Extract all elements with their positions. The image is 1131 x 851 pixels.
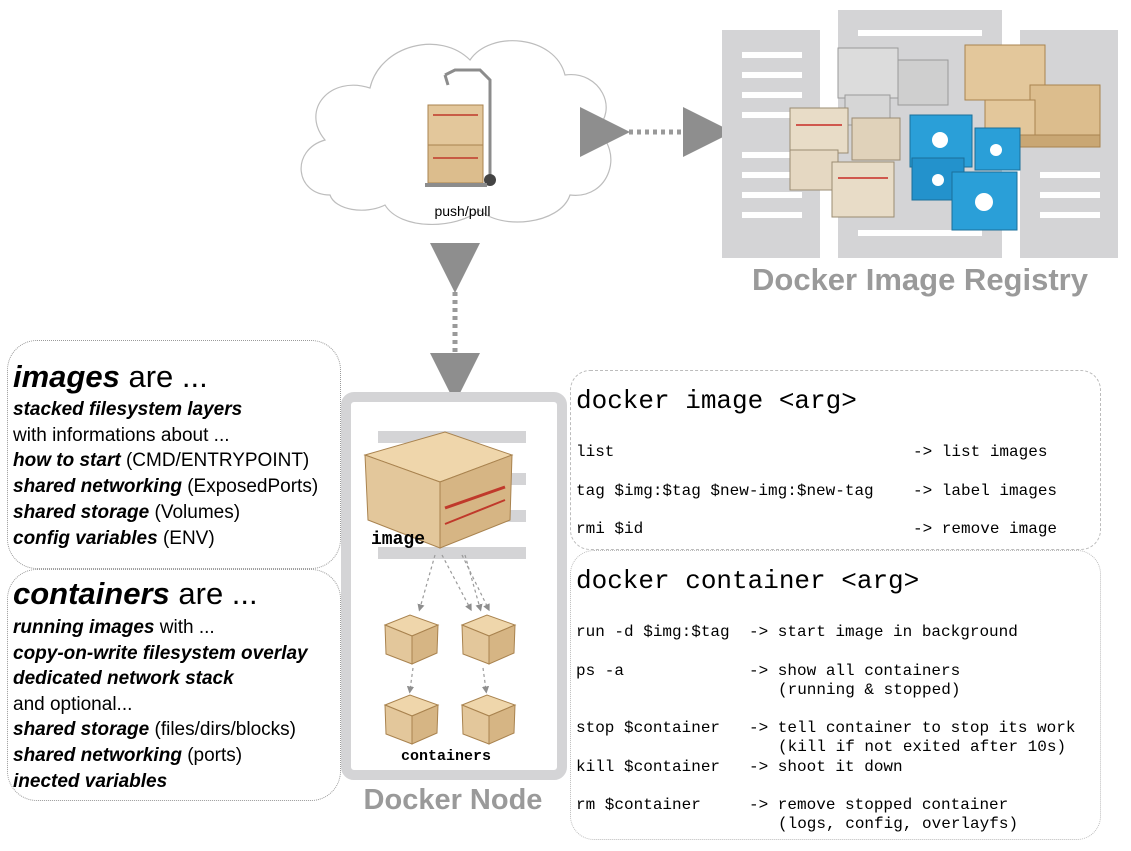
containers-line-bold: shared storage bbox=[13, 719, 150, 740]
images-line-rest: (CMD/ENTRYPOINT) bbox=[120, 450, 310, 471]
containers-info-panel bbox=[7, 569, 341, 801]
containers-line: running images with ... bbox=[13, 616, 215, 640]
containers-line: copy-on-write filesystem overlay bbox=[13, 642, 308, 666]
containers-line: shared storage (files/dirs/blocks) bbox=[13, 718, 296, 742]
containers-line-bold: copy-on-write filesystem overlay bbox=[13, 643, 308, 664]
container-commands-panel bbox=[570, 550, 1101, 840]
images-line-rest: (ExposedPorts) bbox=[181, 476, 319, 497]
containers-line-bold: inected variables bbox=[13, 771, 168, 792]
images-line-bold: shared networking bbox=[13, 476, 182, 497]
command-description: -> remove stopped container bbox=[749, 796, 1009, 814]
wooden-crate-icon bbox=[363, 431, 514, 549]
image-commands-panel bbox=[570, 370, 1101, 550]
images-heading-rest: are ... bbox=[119, 359, 208, 394]
images-line: config variables (ENV) bbox=[13, 527, 215, 551]
containers-line: dedicated network stack bbox=[13, 667, 234, 691]
command-description: -> start image in background bbox=[749, 623, 1018, 641]
command-name: rm $container bbox=[576, 796, 701, 814]
containers-line: and optional... bbox=[13, 693, 132, 717]
images-heading-bold: images bbox=[13, 359, 120, 394]
hand-truck-with-crates-icon bbox=[425, 68, 496, 187]
command-description: -> label images bbox=[913, 482, 1058, 500]
command-name: list bbox=[576, 443, 615, 461]
images-line-rest: with informations about ... bbox=[13, 425, 230, 446]
command-name: stop $container bbox=[576, 719, 721, 737]
images-line-rest: (Volumes) bbox=[149, 502, 241, 523]
container-commands-title: docker container <arg> bbox=[576, 566, 920, 596]
containers-heading-rest: are ... bbox=[169, 576, 258, 611]
containers-line-rest: (files/dirs/blocks) bbox=[149, 719, 296, 740]
containers-heading-bold: containers bbox=[13, 576, 170, 611]
wooden-crate-icon bbox=[460, 614, 517, 665]
containers-line-bold: running images bbox=[13, 617, 155, 638]
images-line: how to start (CMD/ENTRYPOINT) bbox=[13, 449, 309, 473]
images-heading: images are ... bbox=[13, 359, 208, 395]
node-title: Docker Node bbox=[363, 784, 543, 816]
command-description-detail: (running & stopped) bbox=[778, 681, 961, 699]
command-description-detail: (logs, config, overlayfs) bbox=[778, 815, 1019, 833]
containers-line-rest: with ... bbox=[154, 617, 215, 638]
command-description: -> shoot it down bbox=[749, 758, 903, 776]
wooden-crate-icon bbox=[383, 614, 440, 665]
containers-line: shared networking (ports) bbox=[13, 744, 242, 768]
image-label: image bbox=[371, 530, 426, 550]
registry-title: Docker Image Registry bbox=[752, 262, 1088, 297]
images-line-rest: (ENV) bbox=[157, 528, 215, 549]
containers-label: containers bbox=[401, 748, 492, 765]
wooden-crate-icon bbox=[460, 694, 517, 745]
containers-line-rest: (ports) bbox=[181, 745, 243, 766]
command-description: -> show all containers bbox=[749, 662, 961, 680]
wooden-crate-icon bbox=[383, 694, 440, 745]
images-line-bold: how to start bbox=[13, 450, 121, 471]
images-info-panel bbox=[7, 340, 341, 569]
containers-line: inected variables bbox=[13, 770, 167, 794]
images-line-bold: shared storage bbox=[13, 502, 150, 523]
instantiate-arrows bbox=[406, 554, 490, 694]
command-name: ps -a bbox=[576, 662, 625, 680]
images-line: shared networking (ExposedPorts) bbox=[13, 475, 318, 499]
images-line: with informations about ... bbox=[13, 424, 230, 448]
command-description: -> tell container to stop its work bbox=[749, 719, 1076, 737]
image-commands-title: docker image <arg> bbox=[576, 386, 857, 416]
containers-line-bold: shared networking bbox=[13, 745, 182, 766]
images-line: shared storage (Volumes) bbox=[13, 501, 240, 525]
command-name: kill $container bbox=[576, 758, 721, 776]
images-line-bold: config variables bbox=[13, 528, 158, 549]
command-description-detail: (kill if not exited after 10s) bbox=[778, 738, 1067, 756]
images-line-bold: stacked filesystem layers bbox=[13, 399, 243, 420]
command-name: run -d $img:$tag bbox=[576, 623, 730, 641]
command-name: rmi $id bbox=[576, 520, 644, 538]
command-description: -> remove image bbox=[913, 520, 1058, 538]
containers-heading: containers are ... bbox=[13, 576, 258, 612]
cloud-label: push/pull bbox=[434, 203, 491, 219]
containers-line-rest: and optional... bbox=[13, 694, 133, 715]
registry-box-pile-icon bbox=[789, 44, 1101, 231]
command-name: tag $img:$tag $new-img:$new-tag bbox=[576, 482, 874, 500]
command-description: -> list images bbox=[913, 443, 1048, 461]
images-line: stacked filesystem layers bbox=[13, 398, 242, 422]
containers-line-bold: dedicated network stack bbox=[13, 668, 234, 689]
